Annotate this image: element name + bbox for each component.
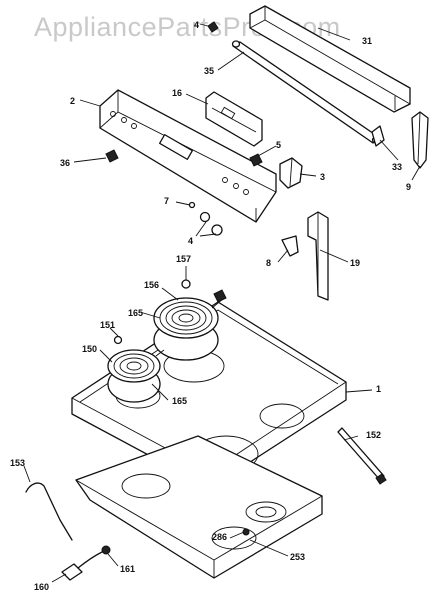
callout-253: 253: [290, 552, 305, 562]
callout-161: 161: [120, 564, 135, 574]
callout-16: 16: [172, 88, 182, 98]
part-151-terminal[interactable]: [113, 335, 123, 345]
callout-4b: 4: [188, 236, 193, 246]
part-150-small-element[interactable]: [107, 349, 165, 403]
callout-2: 2: [70, 96, 75, 106]
callout-151: 151: [100, 320, 115, 330]
callout-7: 7: [164, 196, 169, 206]
part-5-switch[interactable]: [249, 153, 263, 167]
part-36-clip[interactable]: [105, 149, 119, 163]
callout-31: 31: [362, 36, 372, 46]
callout-5: 5: [276, 140, 281, 150]
callout-36: 36: [60, 158, 70, 168]
part-8-bracket[interactable]: [281, 235, 299, 257]
callout-4: 4: [194, 20, 199, 30]
part-19-side-bracket[interactable]: [307, 211, 329, 301]
part-4-knobs[interactable]: [199, 211, 223, 236]
callout-150: 150: [82, 344, 97, 354]
callout-35: 35: [204, 66, 214, 76]
callout-152: 152: [366, 430, 381, 440]
part-9-end-cap[interactable]: [411, 111, 429, 169]
part-160-connector[interactable]: [61, 551, 103, 581]
callout-33: 33: [392, 162, 402, 172]
callout-9: 9: [406, 182, 411, 192]
callout-8: 8: [266, 258, 271, 268]
leader-lines: [23, 23, 421, 583]
part-153-wire[interactable]: [25, 482, 73, 541]
part-31-trim[interactable]: [249, 5, 411, 113]
callout-3: 3: [320, 172, 325, 182]
part-165-large-element[interactable]: [153, 297, 225, 361]
callout-1: 1: [376, 384, 381, 394]
part-3-switch[interactable]: [279, 157, 303, 189]
part-161-grommet[interactable]: [101, 545, 111, 555]
part-156-connector[interactable]: [213, 289, 227, 303]
callout-labels: 4 31 35 16 2 5 33 9 36 3 7 4 8 19 157 15…: [10, 20, 411, 592]
callout-157: 157: [176, 254, 191, 264]
part-253-bottom-tray[interactable]: [75, 435, 323, 579]
callout-153: 153: [10, 458, 25, 468]
callout-156: 156: [144, 280, 159, 290]
part-7-screw[interactable]: [188, 201, 196, 209]
callout-286: 286: [212, 532, 227, 542]
callout-165b: 165: [172, 396, 187, 406]
part-4-knob-top[interactable]: [207, 21, 219, 33]
callout-19: 19: [350, 258, 360, 268]
part-16-clock[interactable]: [205, 91, 263, 147]
callout-165: 165: [128, 308, 143, 318]
callout-160: 160: [34, 582, 49, 592]
part-2-control-panel[interactable]: [99, 89, 277, 223]
part-157-terminal[interactable]: [181, 279, 191, 289]
part-152-rod[interactable]: [337, 427, 387, 485]
